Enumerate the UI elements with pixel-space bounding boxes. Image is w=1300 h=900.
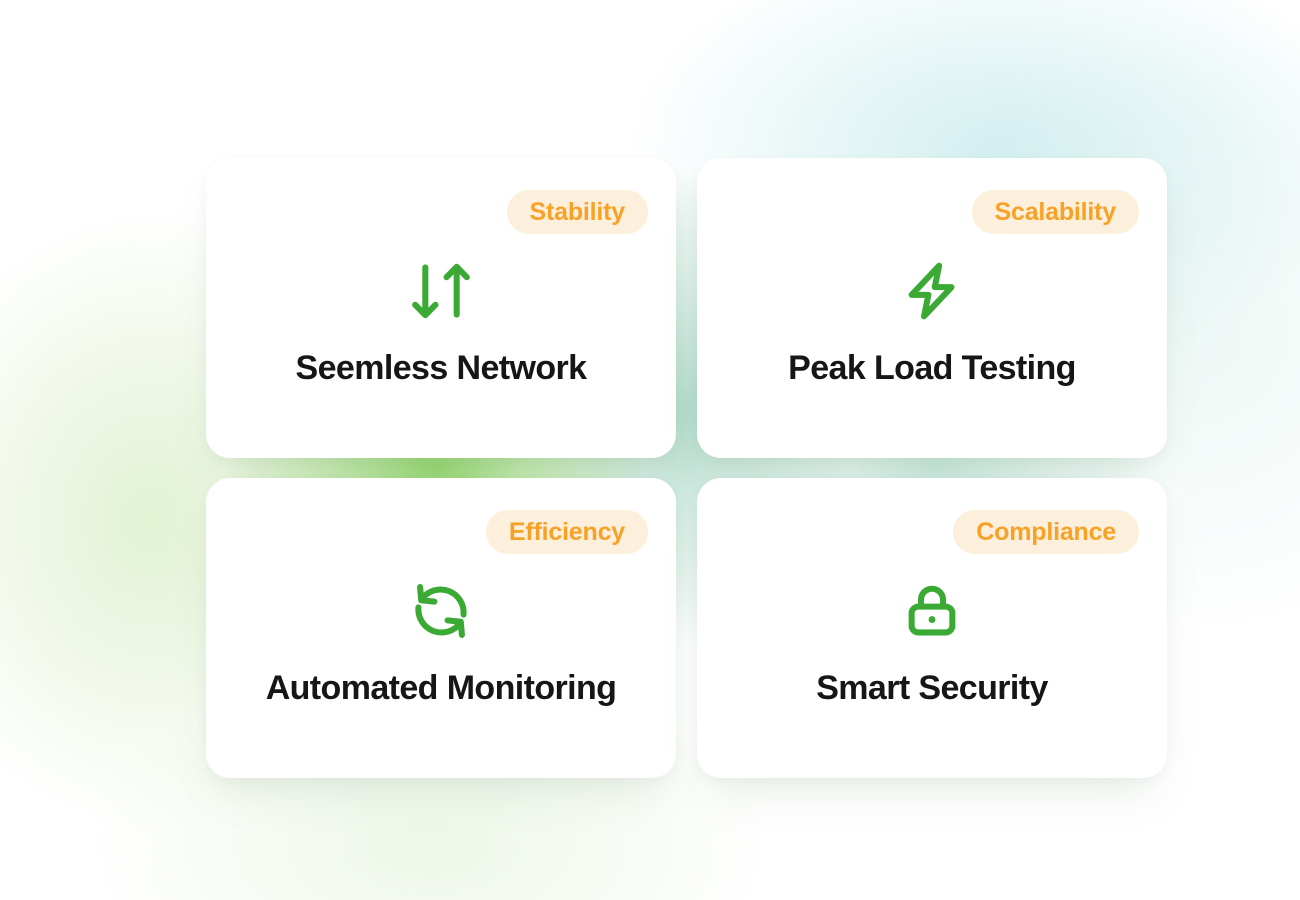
sync-arrows-icon	[408, 578, 474, 644]
feature-card-stability: Stability Seemless Network	[206, 158, 676, 458]
category-badge: Compliance	[953, 510, 1139, 554]
category-badge: Efficiency	[485, 510, 648, 554]
card-title: Smart Security	[816, 669, 1048, 707]
arrows-down-up-icon	[408, 258, 474, 324]
card-title: Seemless Network	[295, 349, 587, 387]
card-title: Automated Monitoring	[265, 669, 617, 707]
category-badge: Scalability	[971, 190, 1139, 234]
card-title: Peak Load Testing	[788, 349, 1076, 387]
feature-card-efficiency: Efficiency Automated Monitoring	[206, 478, 676, 778]
feature-card-compliance: Compliance Smart Security	[697, 478, 1167, 778]
lightning-bolt-icon	[899, 258, 965, 324]
feature-card-scalability: Scalability Peak Load Testing	[697, 158, 1167, 458]
category-badge: Stability	[506, 190, 648, 234]
feature-cards-grid: Stability Seemless Network Scalability P…	[206, 158, 1167, 778]
lock-icon	[899, 578, 965, 644]
